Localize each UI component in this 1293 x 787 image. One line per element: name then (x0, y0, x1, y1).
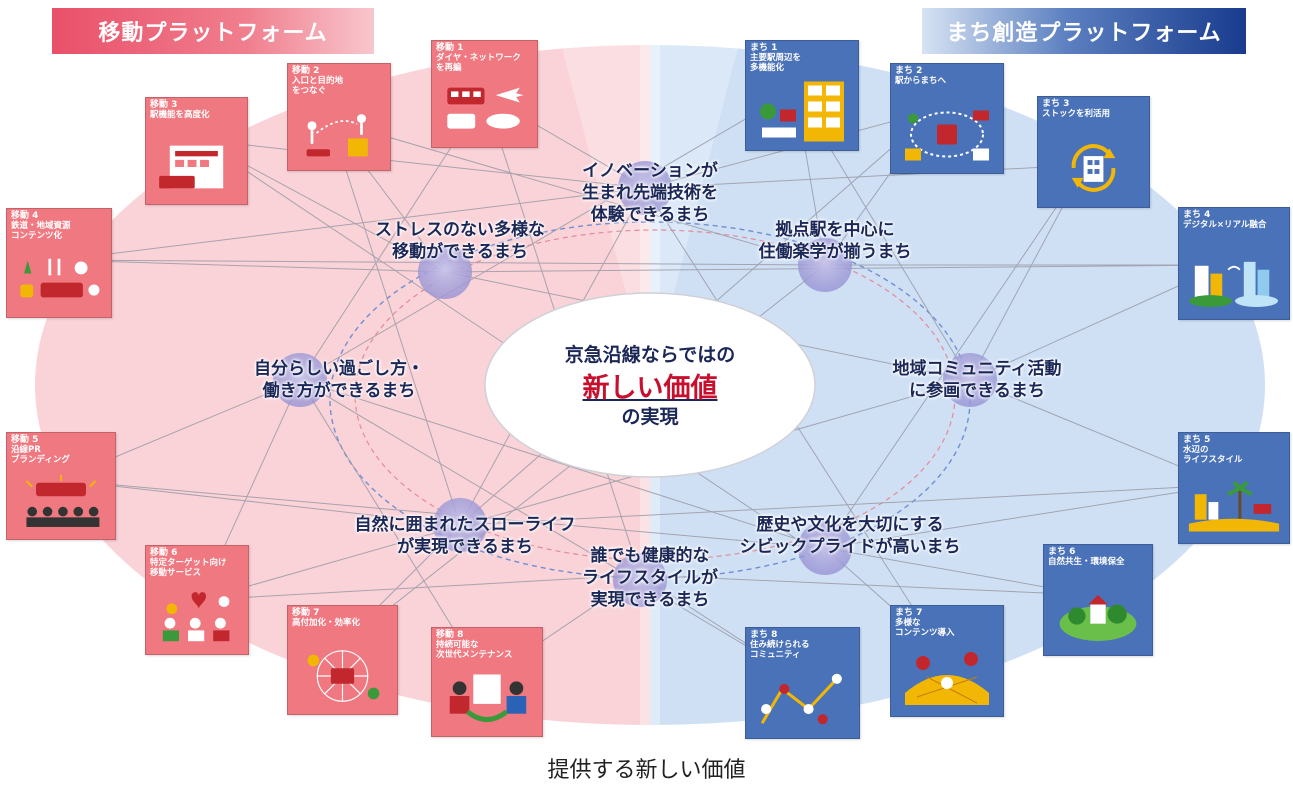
mobility-platform-banner: 移動プラットフォーム (52, 8, 374, 54)
town-platform-banner: まち創造プラットフォーム (922, 8, 1246, 54)
mobility-tile-1: 移動 1 ダイヤ・ネットワーク を再編 (431, 40, 538, 148)
diverse-people-icon (152, 584, 242, 648)
nature-environment-icon (1050, 583, 1146, 649)
center-subtext: の実現 (621, 406, 679, 428)
center-oval (484, 292, 816, 478)
center-highlight: 新しい価値 (520, 366, 780, 405)
platform-diagram: 移動プラットフォーム まち創造プラットフォーム 移動 1 ダイヤ・ネットワーク … (6, 8, 1290, 739)
town-tile-3: まち 3 ストックを利活用 (1037, 96, 1150, 208)
train-food-icon (13, 247, 105, 311)
station-to-town-icon (897, 102, 997, 167)
mobility-tile-2: 移動 2 入口と目的地 をつなぐ (287, 63, 391, 171)
theme-slow-life: 自然に囲まれたスローライフ が実現できるまち (354, 515, 576, 557)
new-value-text: 新しい価値 (582, 373, 718, 404)
town-tile-4: まち 4 デジタル×リアル融合 (1178, 207, 1290, 320)
theme-healthy-life: 誰でも健康的な ライフスタイルが 実現できるまち (582, 546, 718, 610)
recycle-building-icon (1044, 135, 1143, 201)
theme-community: 地域コミュニティ活動 に参画できるまち (892, 359, 1062, 401)
content-map-icon (897, 644, 997, 710)
figure-caption: 提供する新しい価値 (547, 758, 746, 783)
town-tile-5: まち 5 水辺の ライフスタイル (1178, 432, 1290, 544)
community-people-icon (752, 666, 853, 732)
town-tile-8: まち 8 住み続けられる コミュニティ (745, 627, 860, 739)
workers-meeting-icon (438, 666, 536, 730)
town-tile-7: まち 7 多様な コンテンツ導入 (890, 605, 1004, 717)
train-bus-car-icon (438, 79, 531, 141)
station-building-icon (152, 136, 241, 198)
mobility-tile-4: 移動 4 鉄道・地域資源 コンテンツ化 (6, 208, 112, 318)
town-tile-1: まち 1 主要駅周辺を 多機能化 (745, 40, 859, 151)
people-route-icon (294, 102, 384, 164)
town-tile-6: まち 6 自然共生・環境保全 (1043, 544, 1153, 656)
theme-stressless-mobility: ストレスのない多様な 移動ができるまち (375, 220, 545, 262)
town-tile-2: まち 2 駅からまちへ (890, 63, 1004, 174)
mobility-tile-3: 移動 3 駅機能を高度化 (145, 97, 248, 205)
mobility-tile-8: 移動 8 持続可能な 次世代メンテナンス (431, 627, 543, 737)
center-heading: 京急沿線ならではの (564, 344, 736, 366)
theme-nodes (273, 161, 997, 607)
mobility-tile-6: 移動 6 特定ターゲット向け 移動サービス (145, 545, 249, 655)
digital-real-city-icon (1185, 246, 1283, 313)
mobility-tile-7: 移動 7 高付加化・効率化 (287, 605, 398, 715)
mobility-tile-5: 移動 5 沿線PR ブランディング (6, 432, 116, 540)
multi-function-building-icon (752, 79, 852, 144)
theme-innovation: イノベーションが 生まれ先端技術を 体験できるまち (582, 161, 718, 225)
theme-hub-station: 拠点駅を中心に 住働楽学が揃うまち (758, 220, 912, 262)
network-train-icon (294, 644, 391, 708)
theme-civic-pride: 歴史や文化を大切にする シビックプライドが高いまち (739, 515, 961, 557)
theme-self-style: 自分らしい過ごし方・ 働き方ができるまち (254, 359, 424, 401)
train-audience-icon (13, 471, 109, 533)
waterfront-icon (1185, 471, 1283, 537)
